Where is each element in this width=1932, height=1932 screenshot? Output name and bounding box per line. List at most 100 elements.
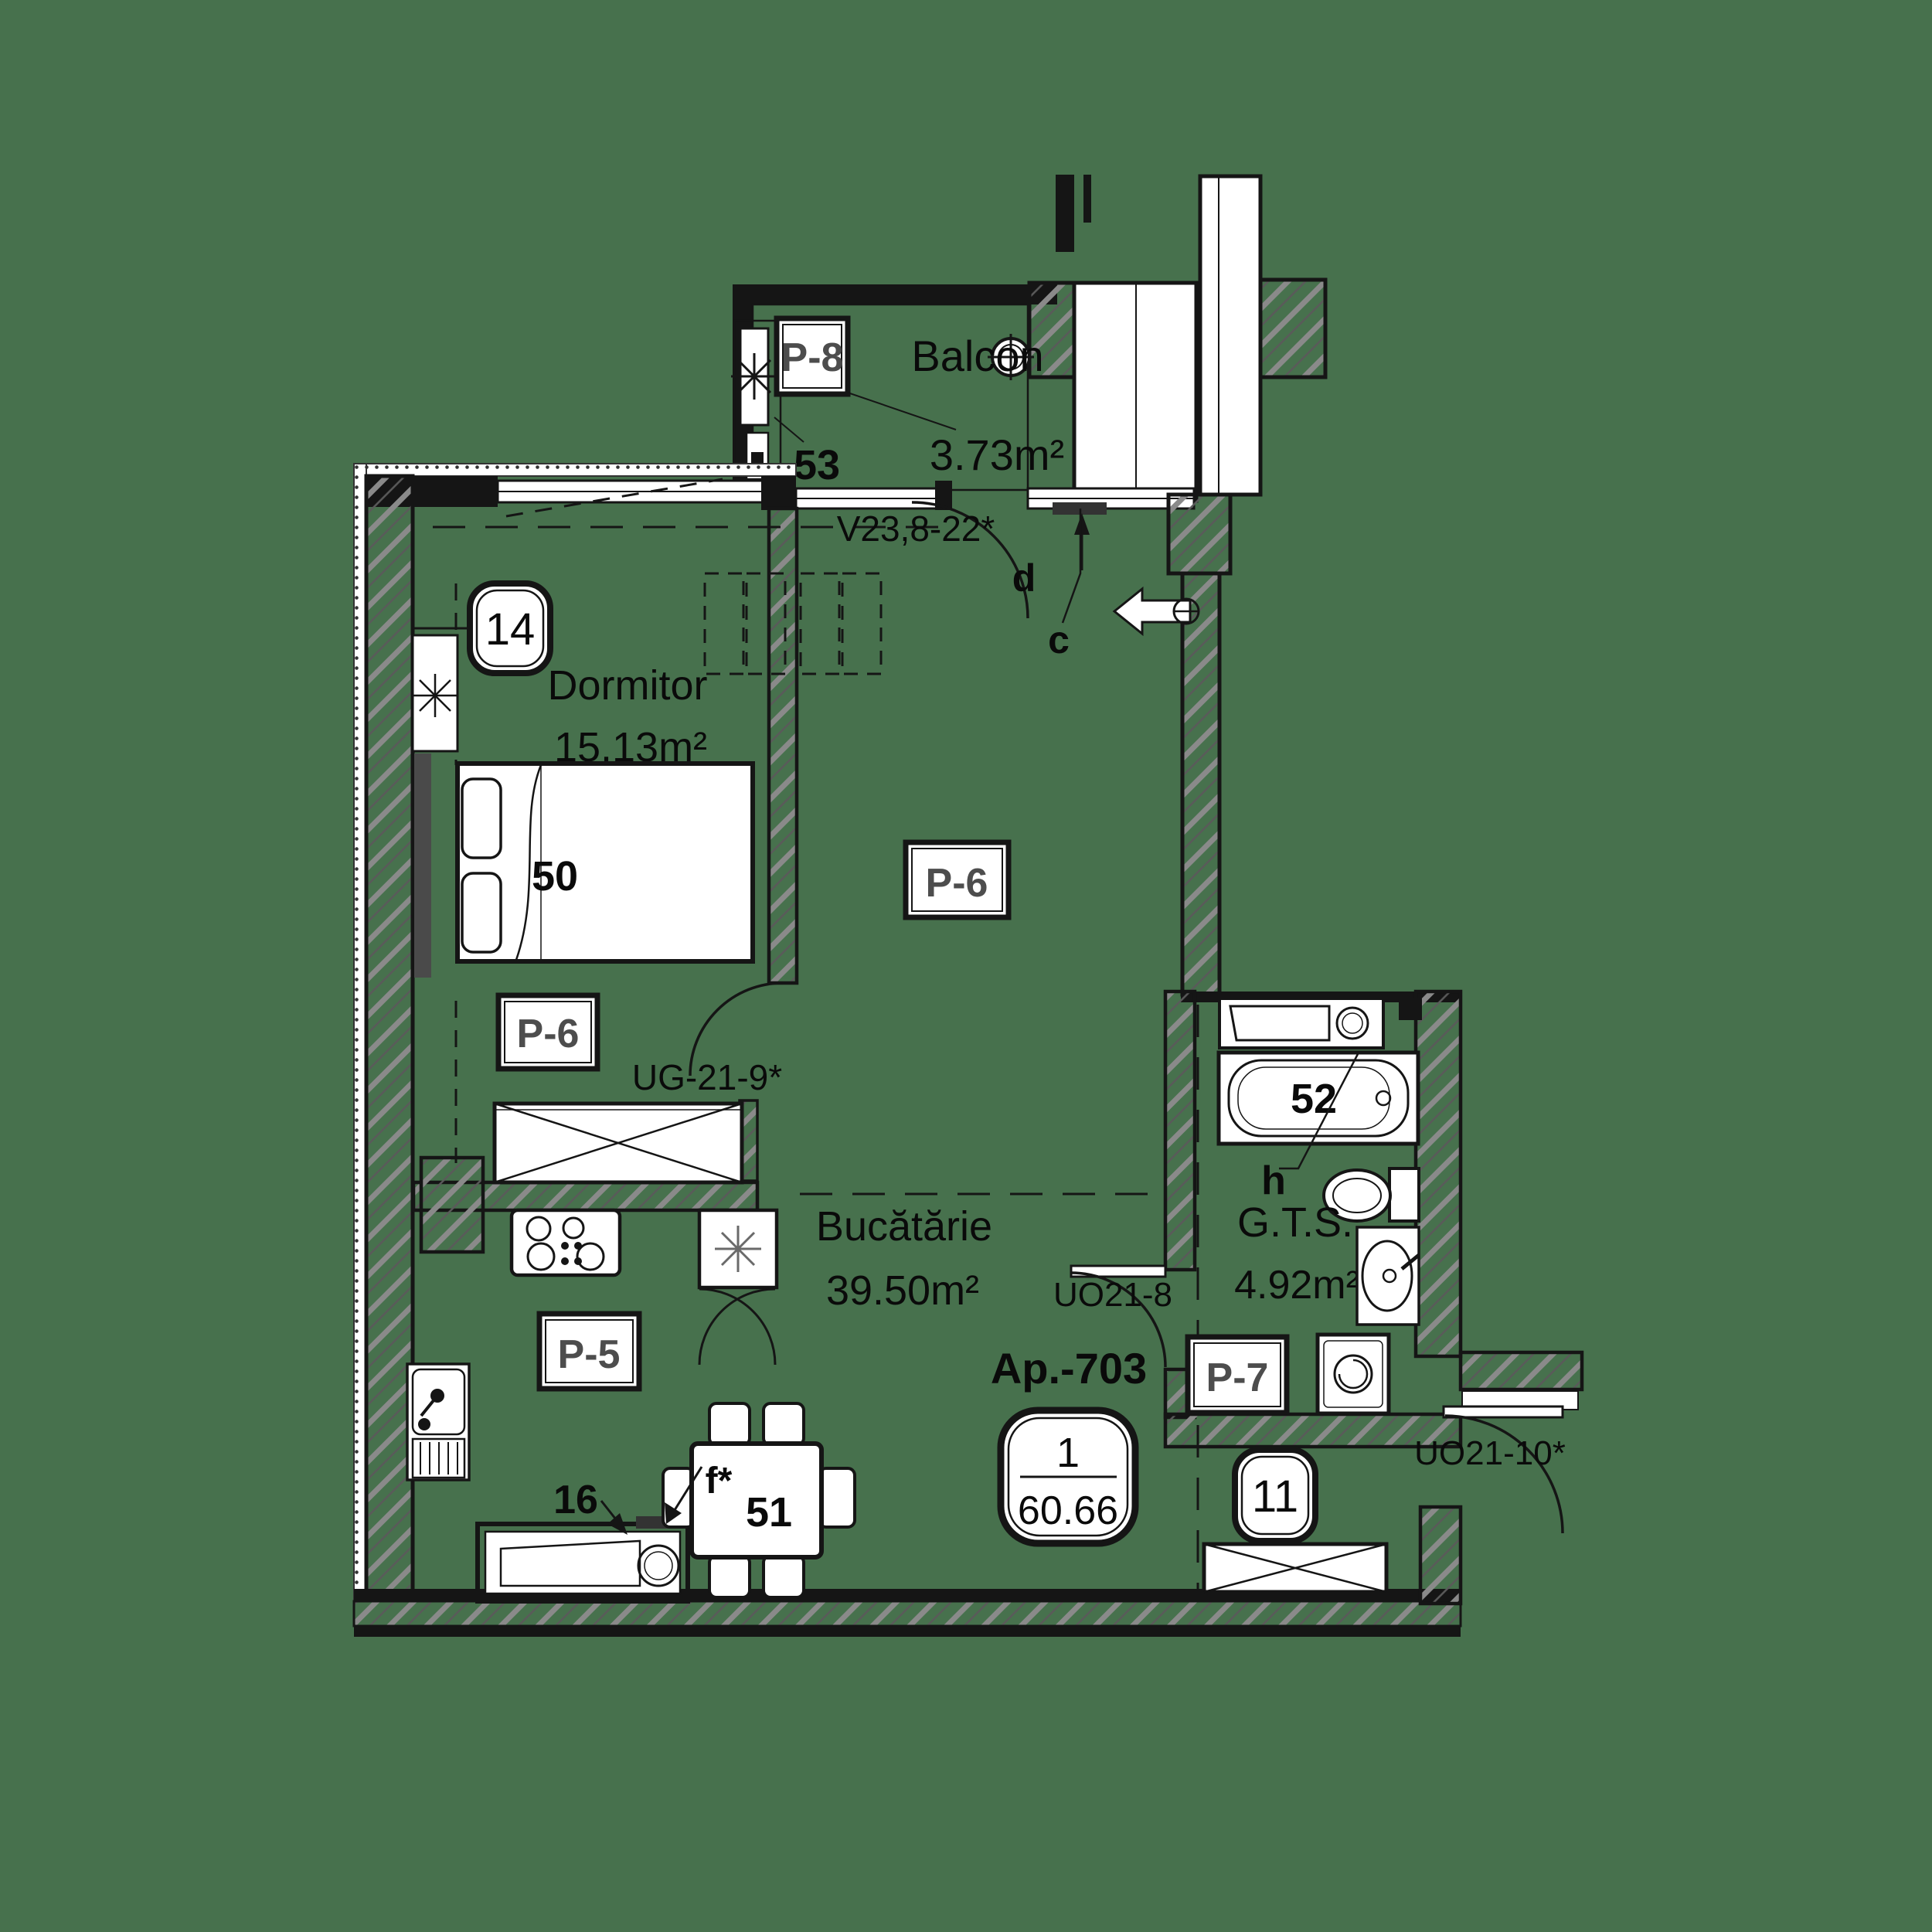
door-bathroom-leaf [1070,1264,1167,1278]
leader-p8 [847,392,957,430]
wall-stub-top [1056,175,1074,252]
fridge-door-arc [698,1287,776,1366]
opening-code-window: V23,8-22* [837,509,995,549]
opening-code-bedroom-door: UG-21-9* [632,1057,782,1097]
room-name-bedroom: Dormitor [547,662,707,709]
opening-code-entry-door: UO21-10* [1414,1434,1566,1472]
door-entry-arc [1444,1414,1564,1534]
plant-icon [413,674,457,717]
bathroom-counter [1218,997,1422,1049]
fridge-icon [697,1208,779,1366]
section-letter-h: h [1261,1158,1286,1203]
summary-badge-rooms: 1 [1056,1430,1080,1476]
room-area-kitchen: 39.50m² [826,1267,979,1314]
wall-bath-bottom [1163,1412,1463,1449]
finish-label-p6-living: P-6 [903,839,1012,920]
item-number-52: 52 [1291,1076,1337,1122]
shaft-detail [1399,998,1422,1020]
chair [762,1554,805,1599]
wall-bottom-outer [354,1626,1461,1637]
wall-bath-right [1413,989,1463,1359]
item-number-53: 53 [794,442,840,488]
kitchen-living: P-6 d c Bucătărie 39.50m² Ap.-703 UO21-8 [406,501,1200,1604]
finish-label-p6-living-text: P-6 [926,861,988,906]
door-entry-leaf [1442,1405,1564,1419]
room-area-balcony: 3.73m² [930,430,1064,479]
badge-11-text: 11 [1252,1471,1298,1522]
door-bathroom-arc [1070,1271,1167,1368]
radiator-cabinet [475,1516,690,1604]
bedroom: 14 Dormitor 15.13m² 50 P-6 [411,572,883,1185]
leader-f [669,1466,703,1517]
leader-f-arrowhead [665,1502,682,1524]
summary-badge: 1 60.66 [997,1406,1139,1547]
wall-stub-top-2 [1083,175,1091,223]
washing-machine-icon [1315,1332,1391,1416]
kitchen-sink-icon [406,1362,471,1481]
dining-table: f* 51 [662,1402,856,1599]
headboard-strip [414,753,431,978]
door-balcony-arc [911,501,1029,619]
door-bedroom-arc [689,981,784,1077]
bathroom: 52 h G.T.S. 4.92m² P-7 [1185,997,1422,1416]
partitions [411,506,799,1254]
bathroom-sink-icon [1355,1226,1420,1326]
window-bedroom [496,479,767,504]
section-letter-f: f* [706,1461,733,1502]
apartment-id: Ap.-703 [991,1344,1147,1393]
chair [708,1554,751,1599]
section-letter-d: d [1012,556,1036,600]
bed: 50 [455,761,755,964]
leader-c [1061,509,1082,624]
finish-label-p7: P-7 [1185,1334,1290,1416]
wall-right-living [1180,571,1222,997]
pillow [461,872,502,954]
window-swing-dash [505,478,723,518]
neighbor-shaft [1198,174,1263,497]
finish-label-p7-text: P-7 [1206,1355,1269,1400]
item-number-16: 16 [553,1478,598,1522]
shoe-cabinet-x [1202,1542,1389,1594]
fan-icon [731,353,777,400]
badge-11: 11 [1232,1447,1318,1544]
room-area-bathroom: 4.92m² [1234,1263,1359,1308]
finish-label-p8: P-8 [774,315,851,397]
vent-arrow-icon [1112,586,1200,637]
wall-bath-left-upper [1163,989,1197,1272]
item-number-50: 50 [532,853,578,900]
balcony-top-rail [733,284,1057,304]
wall-bedroom-living [767,506,799,985]
finish-label-p5: P-5 [536,1311,642,1392]
table-top [689,1441,824,1560]
wall-pier-top [761,476,796,510]
room-name-kitchen: Bucătărie [816,1203,992,1250]
bathroom-walls [1070,989,1584,1606]
balcony-structure: P-8 Balcon 3.73m² 53 [731,174,1328,504]
wall-left [364,474,415,1594]
balcony-column [1027,281,1077,379]
finish-label-p6-bedroom: P-6 [495,992,600,1072]
neighbor-wall [1258,277,1328,379]
leader-h [1279,1052,1360,1170]
toilet-icon [1322,1167,1420,1223]
summary-badge-area: 60.66 [1018,1488,1118,1533]
dresser-x [492,1101,744,1185]
wall-corner-column [1166,492,1233,576]
pillow [461,777,502,859]
section-letter-c: c [1048,618,1070,662]
finish-label-p5-text: P-5 [558,1332,621,1377]
wall-bottom-hatch [352,1600,1462,1628]
badge-14-text: 14 [485,604,536,655]
finish-label-p6-bedroom-text: P-6 [517,1012,580,1056]
finish-label-p8-text: P-8 [781,335,844,380]
room-name-bathroom: G.T.S. [1237,1199,1353,1246]
chair [818,1467,856,1529]
entry-hall: UO21-10* 11 [1202,1434,1566,1594]
wall-column-kitchen [419,1155,485,1254]
leader-53 [774,417,804,443]
wall-entry-jamb [1458,1350,1584,1392]
stove-icon [509,1208,622,1277]
chair [762,1402,805,1447]
window-mullion [935,481,952,510]
